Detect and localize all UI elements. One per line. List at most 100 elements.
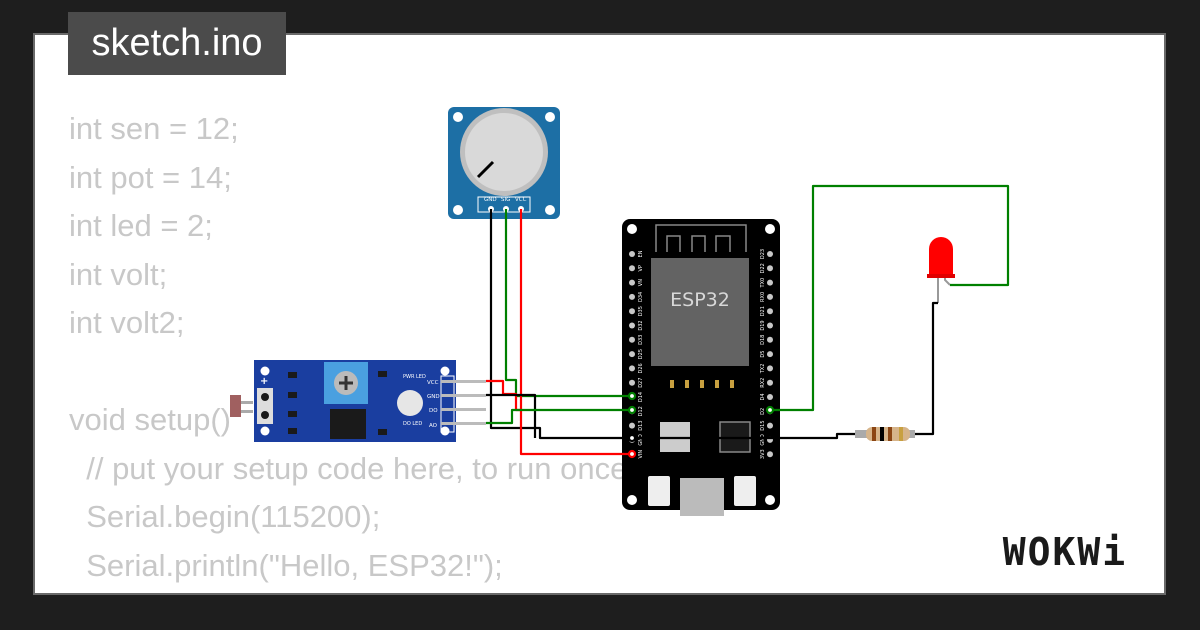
code-line: int volt; — [69, 256, 168, 292]
esp32-pin-pad[interactable] — [629, 365, 635, 372]
wire-sensor-ao — [486, 408, 632, 425]
esp32-pin-label: D26 — [638, 363, 644, 373]
potentiometer-knob[interactable] — [465, 113, 543, 191]
esp32-pin-pad[interactable] — [767, 336, 773, 343]
esp32-pin-label: RX0 — [760, 292, 766, 302]
esp32-pin-pad[interactable] — [767, 422, 773, 429]
esp32-pin-pad[interactable] — [767, 293, 773, 300]
pot-pin-label-gnd: GND — [484, 197, 497, 203]
pot-pin-label-vcc: VCC — [515, 197, 527, 203]
esp32-pin-label: EN — [638, 250, 644, 257]
esp32-pin-pad[interactable] — [767, 265, 773, 272]
esp32-pin-label: D34 — [638, 292, 644, 302]
esp32-pin-pad[interactable] — [629, 322, 635, 329]
esp32-pin-pad[interactable] — [767, 351, 773, 358]
esp32-pin-label: TX2 — [760, 364, 766, 375]
wokwi-logo-text: WOKWi — [1003, 530, 1127, 574]
esp32-pin-label: D4 — [760, 393, 766, 400]
en-button[interactable] — [648, 476, 670, 506]
esp32-pin-label: D25 — [638, 349, 644, 359]
esp32-pin-label: D19 — [760, 320, 766, 330]
wires — [486, 184, 1010, 459]
esp32-board[interactable]: ESP32 ENVPVND34D35D32D33D25D26D27D14D12D… — [622, 219, 780, 516]
wire-d2-led — [770, 184, 1010, 412]
esp32-pin-pad[interactable] — [629, 265, 635, 272]
antenna-trace — [655, 224, 747, 252]
esp32-pin-label: VN — [638, 279, 644, 286]
esp32-pin-pad[interactable] — [629, 422, 635, 429]
sensor-plus-label: + — [260, 376, 268, 387]
potentiometer[interactable]: GND SIG VCC — [448, 107, 560, 219]
led-lens — [929, 237, 953, 276]
esp32-pin-pad[interactable] — [767, 365, 773, 372]
esp32-pin-pad[interactable] — [629, 279, 635, 286]
esp32-pin-pad[interactable] — [767, 394, 773, 400]
wire-resistor-led — [915, 301, 938, 436]
sensor-pin-label-do: DO — [429, 408, 438, 414]
esp32-pin-pad[interactable] — [629, 293, 635, 300]
esp32-pin-label: VP — [638, 265, 644, 271]
esp32-pin-label: D23 — [760, 249, 766, 259]
esp32-pin-label: D22 — [760, 263, 766, 273]
esp32-pin-pad[interactable] — [629, 336, 635, 343]
esp32-pin-label: VIN — [638, 450, 644, 459]
esp32-pin-pad[interactable] — [767, 379, 773, 386]
filename-tab: sketch.ino — [68, 12, 286, 75]
sensor-pin-label-gnd: GND — [427, 394, 440, 400]
knob-indicator — [476, 160, 495, 179]
esp32-pin-label: D32 — [638, 320, 644, 330]
esp32-pin-pad[interactable] — [767, 322, 773, 329]
esp32-pin-label: D21 — [760, 306, 766, 316]
esp32-pin-pad[interactable] — [629, 351, 635, 358]
code-line: int sen = 12; — [69, 111, 239, 146]
sensor-element — [230, 395, 241, 417]
code-line: void setup() — [69, 402, 231, 437]
esp32-pin-label: D2 — [760, 408, 766, 415]
code-line: int volt2; — [69, 305, 185, 340]
esp32-pin-label: 3V3 — [760, 449, 766, 459]
wokwi-logo: WOKWi — [1003, 530, 1127, 574]
canvas-card: int sen = 12; int pot = 14; int led = 2; in… — [33, 33, 1166, 595]
boot-button[interactable] — [734, 476, 756, 506]
code-line: int pot = 14; — [69, 159, 232, 195]
wire-pot-vcc — [519, 209, 632, 456]
sensor-pin-label-vcc: VCC — [427, 380, 439, 386]
usb-port[interactable] — [680, 478, 724, 516]
code-background: int sen = 12; int pot = 14; int led = 2; in… — [69, 105, 636, 593]
esp32-chip-label: ESP32 — [670, 289, 730, 311]
esp32-pin-label: GND — [638, 434, 644, 446]
code-line: Serial.begin(115200); — [69, 499, 381, 534]
esp32-pin-label: D14 — [638, 392, 644, 402]
sensor-pin-label-ao: AO — [429, 423, 438, 429]
esp32-module-shield — [651, 258, 749, 366]
esp32-pin-pad[interactable] — [629, 308, 635, 315]
esp32-pin-label: D35 — [638, 306, 644, 316]
do-led-label: DO LED — [403, 421, 422, 427]
led[interactable] — [927, 237, 955, 303]
wire-sensor-gnd — [486, 393, 537, 438]
esp32-pin-label: D33 — [638, 335, 644, 345]
sensor-minus-label: − — [261, 427, 269, 438]
esp32-pin-pad[interactable] — [767, 251, 773, 257]
resistor[interactable] — [855, 427, 915, 441]
esp32-pin-pad[interactable] — [767, 308, 773, 315]
code-line: int led = 2; — [69, 208, 213, 243]
sensor-module[interactable]: + − PWR LED DO LED VCC GND DO AO — [230, 360, 486, 442]
esp32-pin-pad[interactable] — [767, 451, 773, 458]
esp32-pin-pad[interactable] — [629, 379, 635, 386]
wire-gnd-resistor — [632, 432, 855, 440]
esp32-pin-label: D15 — [760, 420, 766, 430]
comparator-chip — [330, 409, 366, 439]
esp32-pin-pad[interactable] — [767, 279, 773, 286]
esp32-pin-label: D13 — [638, 420, 644, 430]
pwr-led-label: PWR LED — [403, 374, 426, 380]
esp32-right-pin-row: D23D22TX0RX0D21D19D18D5TX2RX2D4D2D15GND3… — [760, 249, 773, 459]
pwr-led — [397, 390, 423, 416]
esp32-pin-label: D27 — [638, 378, 644, 388]
pot-pin-label-sig: SIG — [501, 197, 510, 203]
esp32-pin-pad[interactable] — [629, 251, 635, 257]
esp32-pin-label: GND — [760, 434, 766, 446]
esp32-pin-label: D5 — [760, 351, 766, 358]
esp32-pin-label: TX0 — [760, 278, 766, 289]
